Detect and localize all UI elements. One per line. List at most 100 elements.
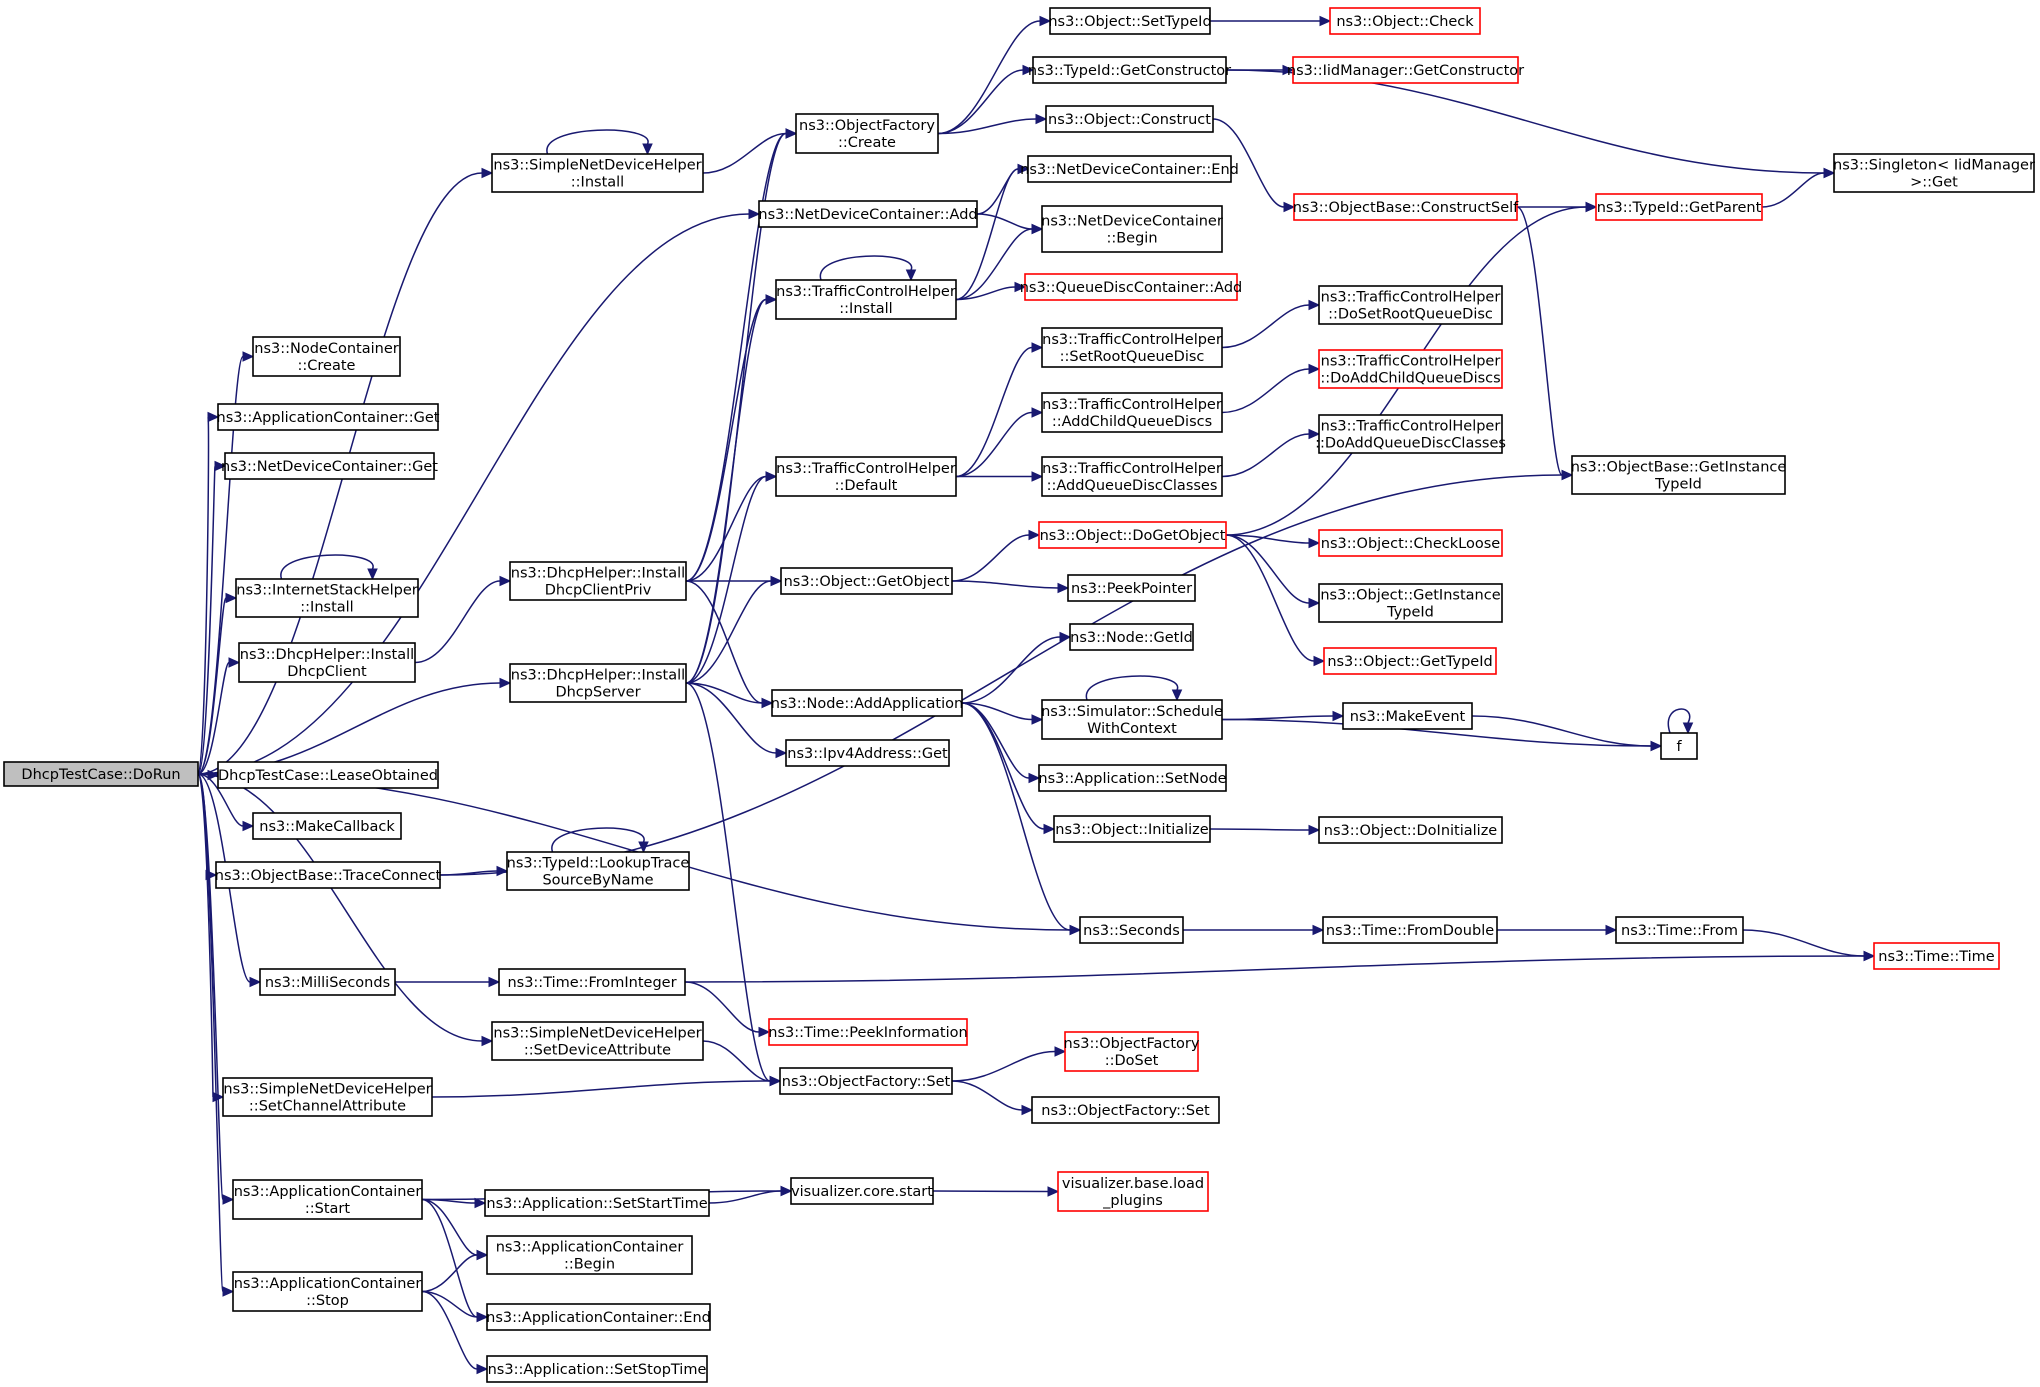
node-box bbox=[1660, 732, 1698, 760]
node-ac-start[interactable]: ns3::ApplicationContainer::Start bbox=[232, 1179, 423, 1220]
node-tch-addchild[interactable]: ns3::TrafficControlHelper::AddChildQueue… bbox=[1041, 392, 1223, 433]
node-time-from[interactable]: ns3::Time::From bbox=[1615, 916, 1744, 944]
node-sndh-setdev[interactable]: ns3::SimpleNetDeviceHelper::SetDeviceAtt… bbox=[491, 1021, 704, 1061]
node-peekpointer[interactable]: ns3::PeekPointer bbox=[1067, 574, 1196, 602]
node-tch-default[interactable]: ns3::TrafficControlHelper::Default bbox=[775, 456, 957, 497]
node-obj-checkloose[interactable]: ns3::Object::CheckLoose bbox=[1318, 529, 1503, 557]
node-ipv4-get[interactable]: ns3::Ipv4Address::Get bbox=[785, 739, 950, 767]
node-ndc-add[interactable]: ns3::NetDeviceContainer::Add bbox=[758, 200, 978, 228]
node-box bbox=[1322, 916, 1498, 944]
node-milliseconds[interactable]: ns3::MilliSeconds bbox=[259, 968, 396, 996]
node-tid-getparent[interactable]: ns3::TypeId::GetParent bbox=[1595, 193, 1763, 221]
edge-sndh-setch-to-of-set bbox=[431, 1075, 782, 1098]
edge-node-addapp-to-app-setnode bbox=[961, 702, 1041, 784]
edge-root-to-ac-stop bbox=[197, 773, 235, 1297]
node-label: ns3::ApplicationContainer bbox=[234, 1276, 422, 1292]
node-of-create[interactable]: ns3::ObjectFactory::Create bbox=[795, 113, 939, 154]
node-tch-install[interactable]: ns3::TrafficControlHelper::Install bbox=[775, 279, 957, 320]
node-sndh-install[interactable]: ns3::SimpleNetDeviceHelper::Install bbox=[491, 153, 704, 193]
node-ac-end[interactable]: ns3::ApplicationContainer::End bbox=[486, 1303, 711, 1331]
node-ndc-begin[interactable]: ns3::NetDeviceContainer::Begin bbox=[1041, 205, 1223, 253]
node-ac-begin[interactable]: ns3::ApplicationContainer::Begin bbox=[486, 1235, 693, 1275]
node-label: ns3::Object::Initialize bbox=[1055, 822, 1208, 838]
edge-root-to-ish-install bbox=[197, 592, 238, 775]
node-app-setstop[interactable]: ns3::Application::SetStopTime bbox=[486, 1355, 708, 1383]
node-label: f bbox=[1676, 739, 1682, 755]
node-ish-install[interactable]: ns3::InternetStackHelper::Install bbox=[235, 578, 419, 618]
edge-obj-dogetobject-to-obj-getinstancetypeid bbox=[1225, 534, 1321, 609]
node-lease[interactable]: DhcpTestCase::LeaseObtained bbox=[217, 761, 439, 789]
node-tch-addclasses[interactable]: ns3::TrafficControlHelper::AddQueueDiscC… bbox=[1041, 456, 1223, 497]
node-singleton-get[interactable]: ns3::Singleton< IidManager>::Get bbox=[1833, 153, 2035, 193]
node-iid-getconstructor[interactable]: ns3::IidManager::GetConstructor bbox=[1287, 56, 1524, 84]
node-box bbox=[491, 1021, 704, 1061]
node-of-set[interactable]: ns3::ObjectFactory::Set bbox=[779, 1067, 953, 1095]
node-ac-get[interactable]: ns3::ApplicationContainer::Get bbox=[217, 403, 440, 431]
edge-of-set-to-of-set2 bbox=[951, 1080, 1034, 1116]
node-obj-getobject[interactable]: ns3::Object::GetObject bbox=[780, 567, 953, 595]
node-sndh-setch[interactable]: ns3::SimpleNetDeviceHelper::SetChannelAt… bbox=[222, 1077, 433, 1117]
node-box bbox=[1057, 1171, 1209, 1212]
node-ndc-get[interactable]: ns3::NetDeviceContainer::Get bbox=[221, 452, 438, 480]
node-node-getid[interactable]: ns3::Node::GetId bbox=[1069, 623, 1194, 651]
node-ac-stop[interactable]: ns3::ApplicationContainer::Stop bbox=[232, 1271, 423, 1312]
node-tch-setroot[interactable]: ns3::TrafficControlHelper::SetRootQueueD… bbox=[1041, 327, 1223, 368]
node-qdc-add[interactable]: ns3::QueueDiscContainer::Add bbox=[1020, 273, 1243, 301]
node-label: ::DoAddQueueDiscClasses bbox=[1315, 436, 1506, 452]
node-ob-traceconnect[interactable]: ns3::ObjectBase::TraceConnect bbox=[215, 861, 442, 889]
edge-tch-addchild-to-tch-doaddchild bbox=[1221, 363, 1321, 414]
edge-node-addapp-to-sim-schedule bbox=[961, 702, 1044, 725]
node-f[interactable]: f bbox=[1660, 732, 1698, 760]
node-tch-doaddchild[interactable]: ns3::TrafficControlHelper::DoAddChildQue… bbox=[1318, 349, 1503, 389]
node-box bbox=[768, 1018, 968, 1046]
node-ob-constructself[interactable]: ns3::ObjectBase::ConstructSelf bbox=[1293, 193, 1519, 221]
node-of-doset[interactable]: ns3::ObjectFactory::DoSet bbox=[1064, 1031, 1200, 1072]
node-obj-gettypeid[interactable]: ns3::Object::GetTypeId bbox=[1323, 647, 1497, 675]
node-nc-create[interactable]: ns3::NodeContainer::Create bbox=[252, 336, 401, 377]
node-app-setnode[interactable]: ns3::Application::SetNode bbox=[1038, 764, 1227, 792]
node-time-fromint[interactable]: ns3::Time::FromInteger bbox=[498, 968, 686, 996]
edge-tid-lookup-to-tid-lookup bbox=[551, 827, 649, 854]
node-label: ns3::ObjectFactory bbox=[799, 118, 935, 134]
node-obj-settypeid[interactable]: ns3::Object::SetTypeId bbox=[1048, 7, 1212, 35]
node-label: ns3::ObjectFactory::Set bbox=[782, 1074, 951, 1090]
node-obj-check[interactable]: ns3::Object::Check bbox=[1329, 7, 1481, 35]
node-obj-dogetobject[interactable]: ns3::Object::DoGetObject bbox=[1038, 521, 1227, 549]
node-label: >::Get bbox=[1910, 175, 1958, 191]
node-obj-initialize[interactable]: ns3::Object::Initialize bbox=[1053, 815, 1211, 843]
node-label: ns3::TrafficControlHelper bbox=[776, 284, 956, 300]
edge-ac-stop-to-app-setstop bbox=[421, 1290, 489, 1375]
node-tch-dosetroot[interactable]: ns3::TrafficControlHelper::DoSetRootQueu… bbox=[1318, 285, 1503, 325]
node-obj-construct[interactable]: ns3::Object::Construct bbox=[1045, 105, 1214, 133]
node-tch-doaddclasses[interactable]: ns3::TrafficControlHelper::DoAddQueueDis… bbox=[1315, 414, 1506, 454]
node-makeevent[interactable]: ns3::MakeEvent bbox=[1342, 702, 1473, 730]
node-time-fromdouble[interactable]: ns3::Time::FromDouble bbox=[1322, 916, 1498, 944]
node-time-time[interactable]: ns3::Time::Time bbox=[1873, 942, 2000, 970]
node-time-peekinfo[interactable]: ns3::Time::PeekInformation bbox=[768, 1018, 968, 1046]
node-obj-doinitialize[interactable]: ns3::Object::DoInitialize bbox=[1318, 816, 1503, 844]
node-tid-getconstructor[interactable]: ns3::TypeId::GetConstructor bbox=[1028, 56, 1231, 84]
node-makecallback[interactable]: ns3::MakeCallback bbox=[252, 812, 402, 840]
node-vis-base-load[interactable]: visualizer.base.load_plugins bbox=[1057, 1171, 1209, 1212]
edge-tch-install-to-qdc-add bbox=[955, 281, 1027, 301]
node-box bbox=[1032, 56, 1227, 84]
node-of-set2[interactable]: ns3::ObjectFactory::Set bbox=[1031, 1096, 1220, 1124]
edge-tch-install-to-ndc-begin bbox=[955, 223, 1044, 301]
node-ndc-end[interactable]: ns3::NetDeviceContainer::End bbox=[1020, 155, 1239, 183]
node-seconds[interactable]: ns3::Seconds bbox=[1079, 916, 1184, 944]
node-node-addapp[interactable]: ns3::Node::AddApplication bbox=[771, 689, 963, 717]
node-label: ns3::ApplicationContainer bbox=[496, 1240, 684, 1256]
edge-tch-setroot-to-tch-dosetroot bbox=[1221, 299, 1321, 349]
node-vis-core-start[interactable]: visualizer.core.start bbox=[790, 1177, 934, 1205]
edge-of-set-to-of-doset bbox=[951, 1046, 1067, 1082]
node-box bbox=[1041, 327, 1223, 368]
node-app-setstart[interactable]: ns3::Application::SetStartTime bbox=[484, 1189, 710, 1217]
node-root[interactable]: DhcpTestCase::DoRun bbox=[3, 761, 199, 787]
